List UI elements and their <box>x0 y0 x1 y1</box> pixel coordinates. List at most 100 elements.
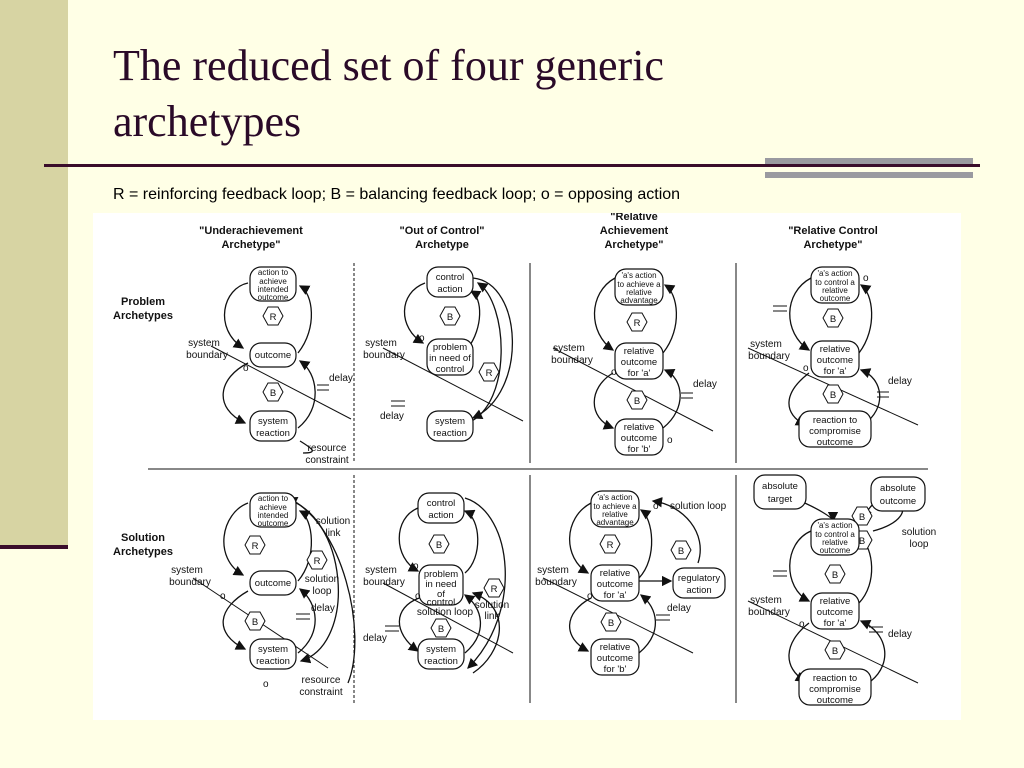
svg-text:boundary: boundary <box>748 351 790 362</box>
svg-text:solution: solution <box>316 516 350 527</box>
svg-text:intended: intended <box>258 285 289 294</box>
svg-text:delay: delay <box>693 379 717 390</box>
svg-text:boundary: boundary <box>169 577 211 588</box>
svg-text:R: R <box>252 541 259 552</box>
title-line-1: The reduced set of four generic <box>113 41 664 90</box>
svg-text:R: R <box>270 312 277 323</box>
svg-text:'a's action: 'a's action <box>621 271 656 280</box>
svg-text:boundary: boundary <box>363 577 405 588</box>
svg-text:action to: action to <box>258 494 289 503</box>
svg-text:"Underachievement: "Underachievement <box>199 225 303 237</box>
svg-text:R: R <box>607 540 614 551</box>
svg-text:Archetype": Archetype" <box>604 239 663 251</box>
svg-text:Achievement: Achievement <box>600 225 669 237</box>
svg-text:B: B <box>678 546 684 557</box>
svg-text:of: of <box>437 589 445 600</box>
svg-text:reaction to: reaction to <box>813 415 857 426</box>
svg-text:outcome: outcome <box>820 546 851 555</box>
svg-text:delay: delay <box>888 629 912 640</box>
svg-text:Problem: Problem <box>121 296 165 308</box>
solution-out-of-control: control action B o problem in need of co… <box>363 492 514 674</box>
title-rule-accent <box>765 158 973 167</box>
title-line-2: archetypes <box>113 97 302 146</box>
svg-text:"Relative: "Relative <box>610 213 657 223</box>
svg-text:constraint: constraint <box>299 687 343 698</box>
svg-text:B: B <box>438 624 444 635</box>
svg-text:Archetypes: Archetypes <box>113 546 173 558</box>
svg-text:outcome: outcome <box>255 350 291 361</box>
svg-text:absolute: absolute <box>880 483 916 494</box>
svg-text:to achieve a: to achieve a <box>593 502 637 511</box>
svg-text:B: B <box>859 512 865 523</box>
svg-text:solution loop: solution loop <box>670 501 727 512</box>
svg-text:boundary: boundary <box>748 607 790 618</box>
svg-text:'a's action: 'a's action <box>597 493 632 502</box>
svg-text:loop: loop <box>910 539 929 550</box>
svg-text:resource: resource <box>302 675 341 686</box>
svg-text:for 'a': for 'a' <box>824 618 847 629</box>
svg-text:boundary: boundary <box>186 350 228 361</box>
svg-text:system: system <box>426 644 456 655</box>
svg-text:system: system <box>365 338 397 349</box>
svg-text:Archetype": Archetype" <box>803 239 862 251</box>
svg-text:o: o <box>803 363 809 374</box>
svg-text:link: link <box>325 528 341 539</box>
svg-text:B: B <box>830 314 836 325</box>
svg-text:target: target <box>768 494 793 505</box>
svg-text:B: B <box>859 536 865 547</box>
svg-text:B: B <box>436 540 442 551</box>
svg-text:B: B <box>252 617 258 628</box>
svg-text:action: action <box>428 510 453 521</box>
slide-title: The reduced set of four generic archetyp… <box>113 38 933 150</box>
svg-text:o: o <box>799 619 805 630</box>
svg-text:o: o <box>611 367 617 378</box>
svg-text:outcome: outcome <box>817 437 853 448</box>
svg-text:absolute: absolute <box>762 481 798 492</box>
svg-text:Archetype: Archetype <box>415 239 469 251</box>
legend-caption: R = reinforcing feedback loop; B = balan… <box>113 186 681 203</box>
svg-text:solution: solution <box>305 574 339 585</box>
svg-text:B: B <box>447 312 453 323</box>
svg-text:B: B <box>830 390 836 401</box>
svg-text:outcome: outcome <box>817 607 853 618</box>
svg-text:delay: delay <box>363 633 387 644</box>
svg-text:action: action <box>686 585 711 596</box>
svg-text:control: control <box>427 597 456 608</box>
svg-text:system: system <box>171 565 203 576</box>
svg-text:compromise: compromise <box>809 426 861 437</box>
archetypes-figure: "Underachievement Archetype" "Out of Con… <box>93 213 961 720</box>
svg-text:achieve: achieve <box>259 503 287 512</box>
svg-text:to control a: to control a <box>815 278 855 287</box>
svg-text:relative: relative <box>600 642 631 653</box>
svg-text:Archetypes: Archetypes <box>113 310 173 322</box>
svg-text:intended: intended <box>258 511 289 520</box>
grid-dividers <box>148 263 928 703</box>
svg-text:relative: relative <box>624 422 655 433</box>
svg-text:o: o <box>413 561 419 572</box>
svg-text:B: B <box>634 396 640 407</box>
svg-text:delay: delay <box>311 603 335 614</box>
svg-text:outcome: outcome <box>255 578 291 589</box>
svg-text:system: system <box>258 644 288 655</box>
svg-text:R: R <box>314 556 321 567</box>
svg-text:solution: solution <box>902 527 936 538</box>
svg-text:to achieve a: to achieve a <box>617 280 661 289</box>
problem-underachievement: action to achieve intended outcome R out… <box>186 266 353 466</box>
svg-text:delay: delay <box>380 411 404 422</box>
svg-text:constraint: constraint <box>305 455 349 466</box>
solution-underachievement: action to achieve intended outcome R out… <box>169 492 356 698</box>
row-header-problem: Problem Archetypes <box>113 296 173 322</box>
svg-text:compromise: compromise <box>809 684 861 695</box>
svg-text:system: system <box>750 595 782 606</box>
svg-text:"Relative Control: "Relative Control <box>788 225 878 237</box>
column-header-out-of-control: "Out of Control" Archetype <box>400 225 485 251</box>
svg-text:system: system <box>553 343 585 354</box>
column-header-relative-control: "Relative Control Archetype" <box>788 225 878 251</box>
svg-text:system: system <box>365 565 397 576</box>
svg-text:boundary: boundary <box>551 355 593 366</box>
svg-text:reaction: reaction <box>433 428 467 439</box>
svg-text:outcome: outcome <box>817 695 853 706</box>
svg-text:control: control <box>436 272 465 283</box>
svg-text:achieve: achieve <box>259 277 287 286</box>
svg-text:o: o <box>863 273 869 284</box>
